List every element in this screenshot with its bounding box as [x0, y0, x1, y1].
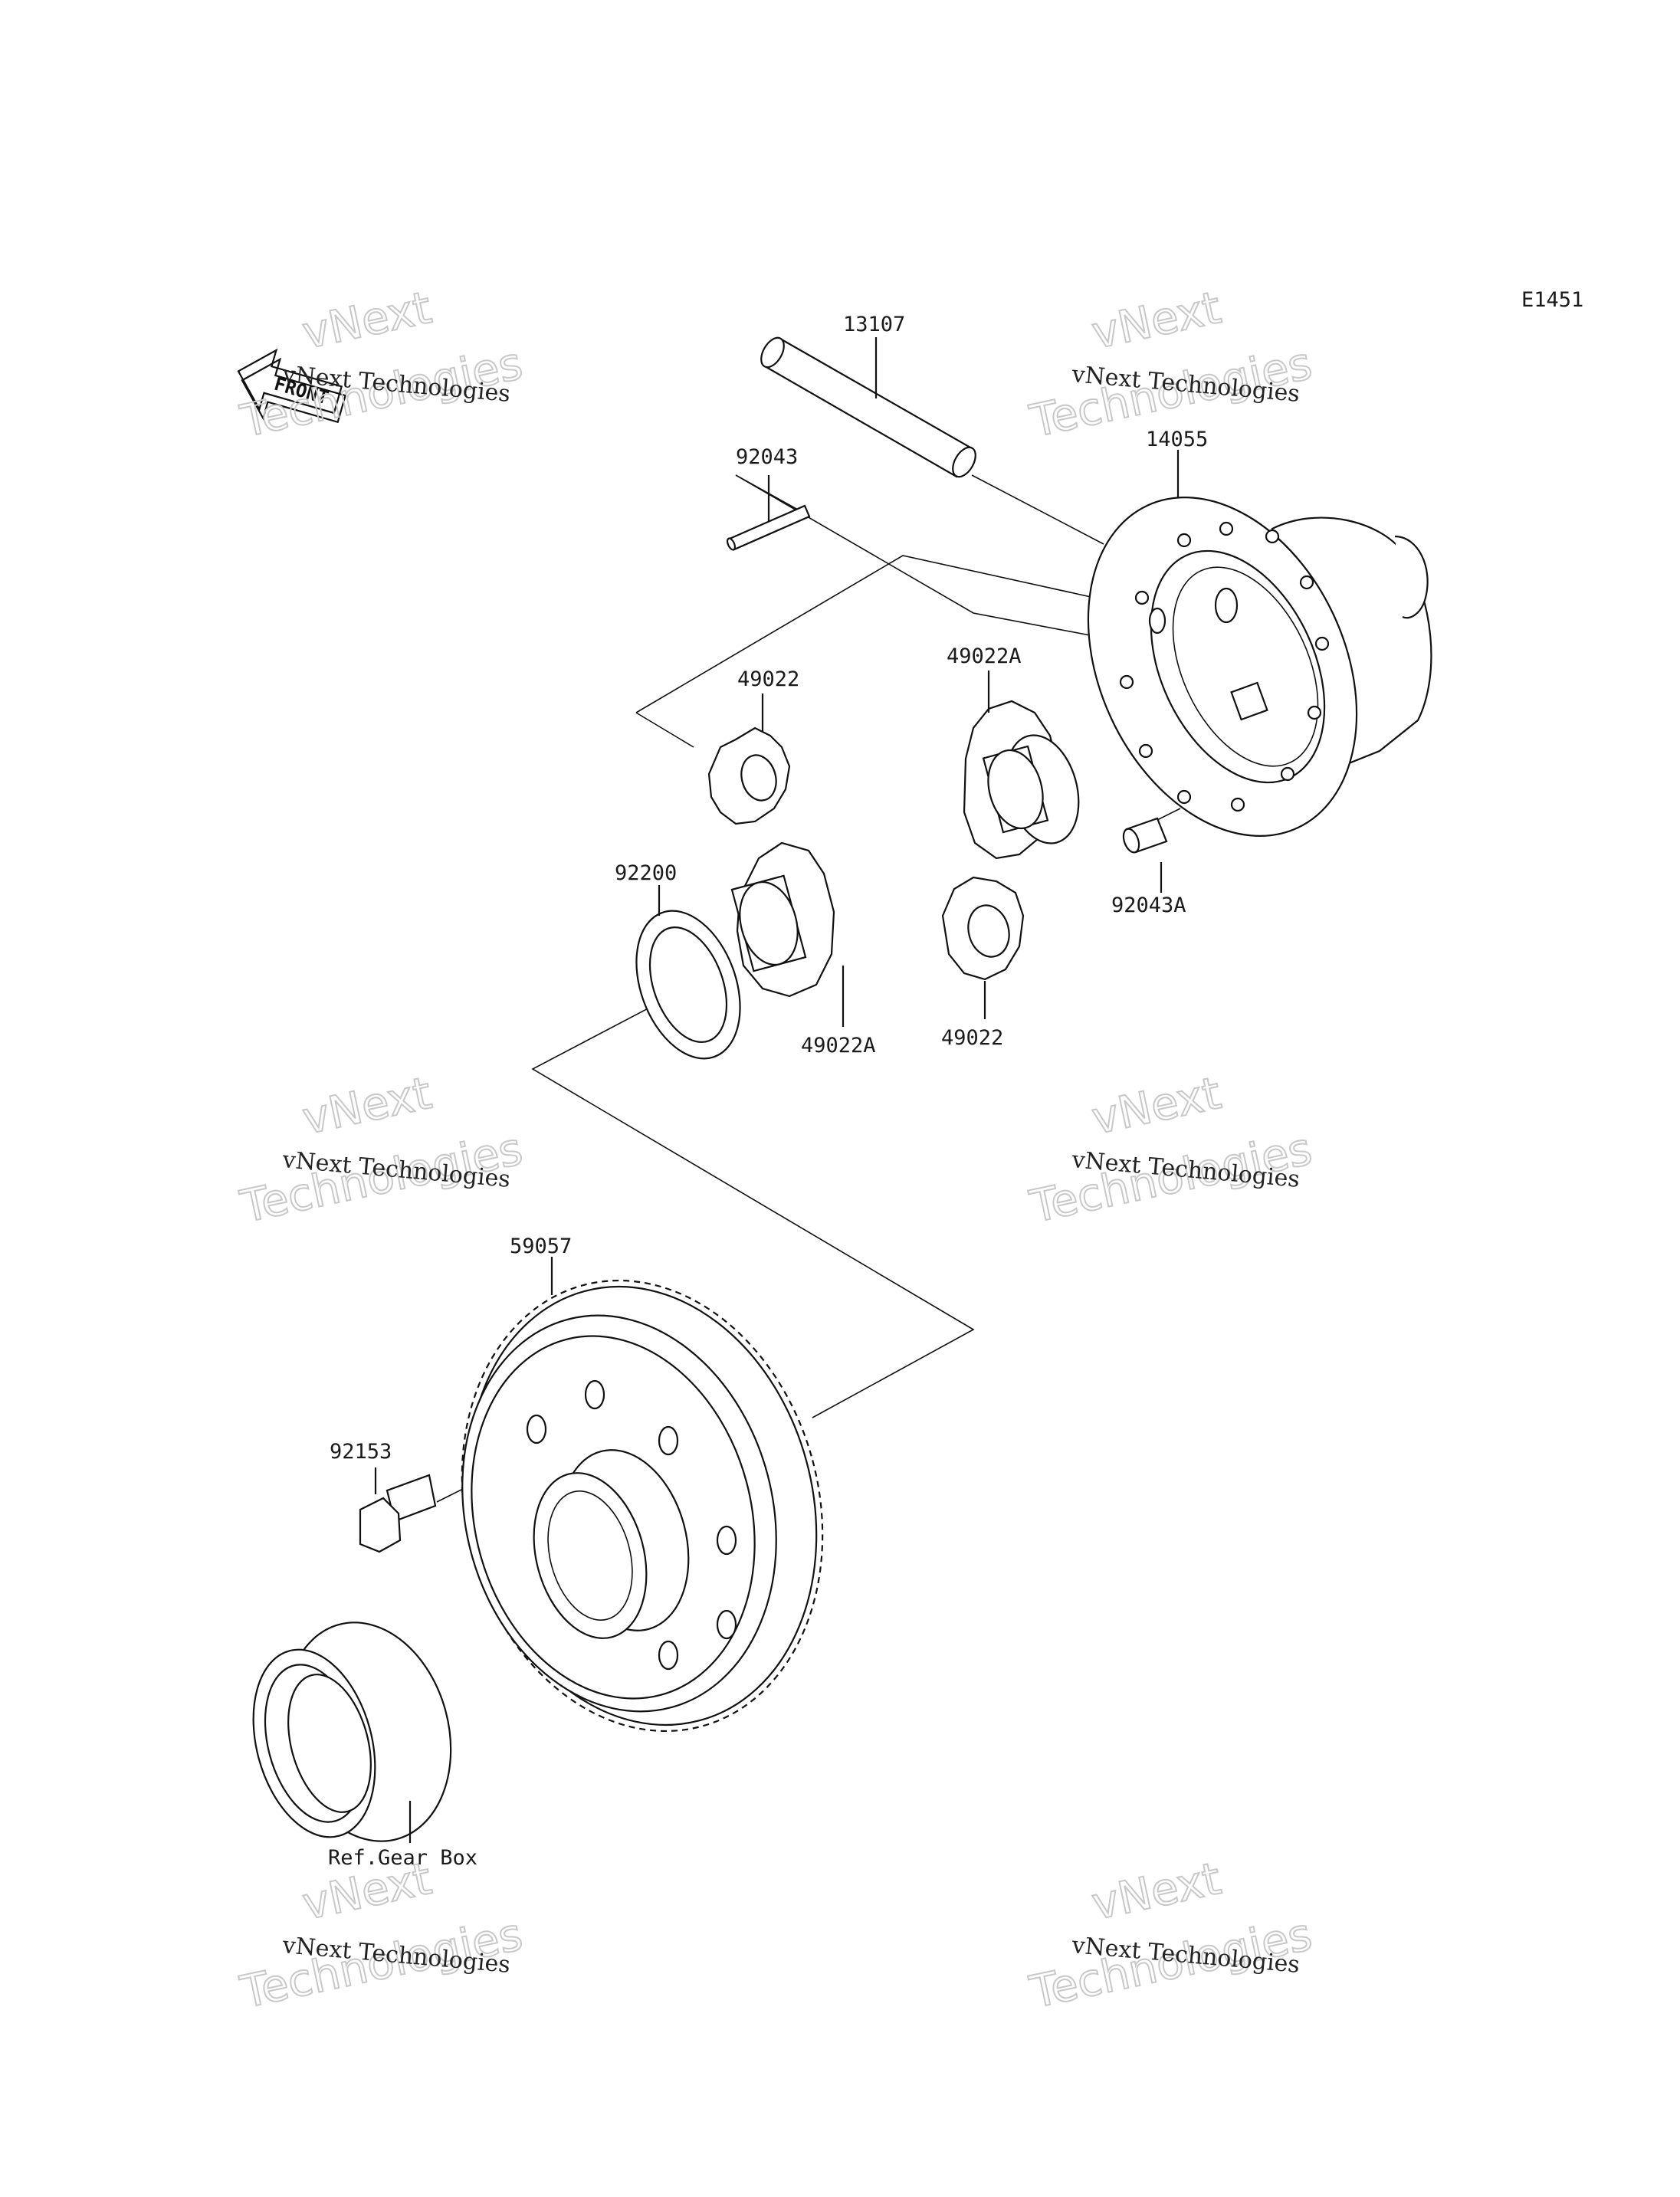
part-labels: 13107 92043 14055 49022 49022A 92200 490…	[328, 313, 1208, 1870]
part-label: 92043	[736, 445, 798, 469]
part-label: 59057	[510, 1235, 572, 1258]
part-label: 49022A	[947, 644, 1022, 668]
bolt-92153	[359, 1467, 437, 1553]
pinion-gear-49022-lower	[941, 876, 1025, 1019]
part-label: 13107	[843, 313, 905, 336]
watermark-word: vNext	[298, 281, 436, 359]
watermark-bottom-right: vNext Technologies vNext Technologies	[1025, 1851, 1317, 2019]
side-gear-49022A-lower	[730, 841, 845, 1027]
watermark-word: vNext	[1088, 281, 1226, 359]
watermark-word: vNext	[1088, 1067, 1226, 1145]
diagram-code: E1451	[1521, 288, 1583, 312]
watermark-word: vNext	[298, 1067, 436, 1145]
side-gear-49022A-upper	[963, 671, 1080, 860]
watermark-top-right: vNext Technologies vNext Technologies	[1025, 280, 1317, 448]
part-label: Ref.Gear Box	[328, 1846, 477, 1870]
ring-gear-59057	[461, 1257, 824, 1733]
part-label: 49022	[941, 1026, 1003, 1050]
part-label: 92043A	[1111, 894, 1186, 917]
washer-92200	[635, 885, 741, 1060]
watermark-mid-left: vNext Technologies vNext Technologies	[235, 1066, 528, 1234]
watermark-mid-right: vNext Technologies vNext Technologies	[1025, 1066, 1317, 1234]
bearing-ref-gear-box	[252, 1622, 452, 1843]
part-label: 49022	[737, 667, 799, 691]
pinion-gear-49022-upper	[707, 694, 791, 825]
shaft-13107	[760, 336, 976, 478]
watermark-top-left: vNext Technologies vNext Technologies	[235, 280, 528, 448]
part-label: 92153	[330, 1440, 392, 1464]
pin-92043	[726, 475, 811, 551]
differential-case-14055	[1087, 450, 1432, 837]
pin-92043A	[1122, 817, 1168, 893]
watermark-word: vNext	[1088, 1852, 1226, 1930]
part-label: 49022A	[801, 1034, 876, 1058]
watermark-bottom-left: vNext Technologies vNext Technologies	[235, 1851, 528, 2019]
part-label: 14055	[1146, 428, 1208, 451]
part-label: 92200	[615, 861, 677, 885]
